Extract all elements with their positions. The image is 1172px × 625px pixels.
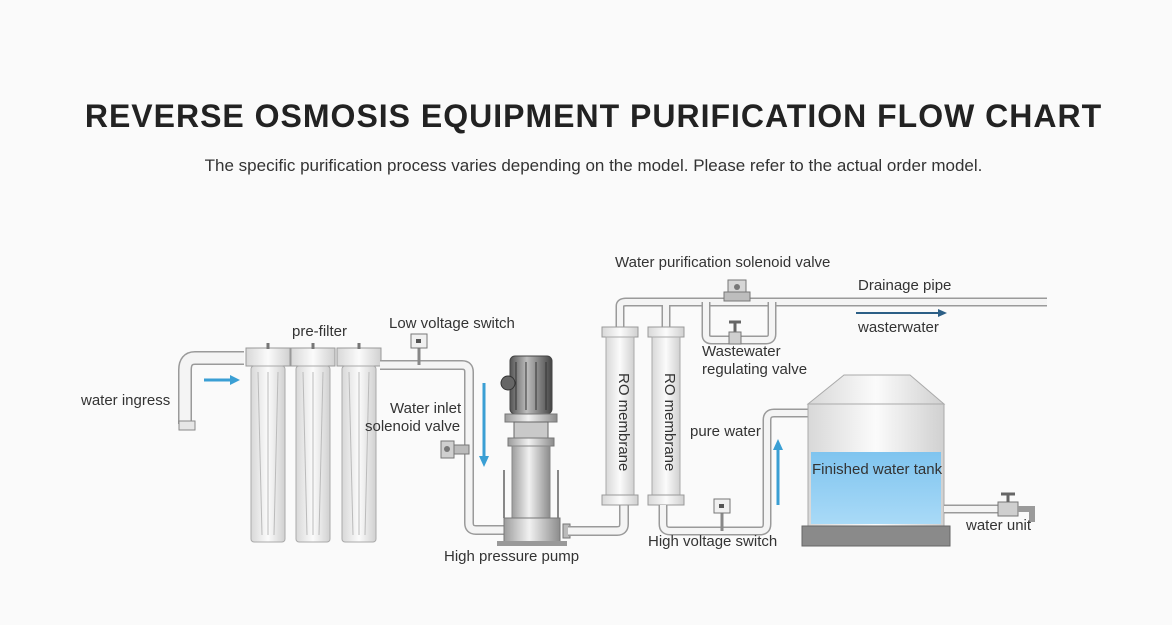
prefilter-housing-2 [290, 347, 336, 543]
label-low-voltage-switch: Low voltage switch [389, 315, 515, 332]
label-high-pressure-pump: High pressure pump [444, 548, 580, 565]
wastewater-regulating-valve [728, 320, 742, 345]
pure-water-flow-arrow [773, 439, 783, 505]
inlet-flow-arrow [204, 375, 240, 385]
label-high-voltage-switch: High voltage switch [648, 533, 778, 550]
label-water-ingress: water ingress [81, 392, 171, 409]
ro-membrane-housing-2 [647, 326, 685, 506]
label-water-purification-solenoid-valve: Water purification solenoid valve [615, 254, 831, 271]
page-title: REVERSE OSMOSIS EQUIPMENT PURIFICATION F… [84, 98, 1103, 134]
drain-flow-arrow [856, 309, 947, 317]
label-pure-water: pure water [690, 423, 761, 440]
prefilter-housing-3 [336, 347, 382, 543]
label-wastewater-regulating-valve-line1: Wastewater [702, 343, 781, 360]
water-unit-outlet [944, 492, 1035, 522]
finished-water-tank [801, 374, 951, 547]
ro-membrane-housing-1 [601, 326, 639, 506]
prefilter-housing-1 [245, 347, 291, 543]
pump-to-ro-pipe [568, 505, 629, 536]
label-ro-membrane-1: RO membrane [615, 373, 632, 472]
label-water-inlet-valve-line1: Water inlet [390, 400, 462, 417]
label-drainage-pipe: Drainage pipe [858, 277, 952, 294]
label-pre-filter: pre-filter [292, 323, 348, 340]
page-subtitle: The specific purification process varies… [204, 156, 983, 175]
high-pressure-pump [497, 355, 571, 546]
pure-water-pipe [658, 408, 808, 536]
label-wasterwater: wasterwater [858, 319, 939, 336]
label-ro-membrane-2: RO membrane [661, 373, 678, 472]
high-voltage-switch [713, 498, 731, 531]
pump-flow-arrow [479, 383, 489, 467]
water-purification-solenoid-valve [723, 279, 751, 302]
water-inlet-solenoid-valve [440, 440, 470, 459]
label-water-inlet-valve-line2: solenoid valve [365, 418, 461, 435]
low-voltage-switch [410, 333, 428, 365]
inlet-pipe [178, 351, 244, 431]
label-water-unit: water unit [966, 517, 1032, 534]
label-wastewater-regulating-valve-line2: regulating valve [702, 361, 808, 378]
label-finished-water-tank: Finished water tank [812, 461, 943, 478]
